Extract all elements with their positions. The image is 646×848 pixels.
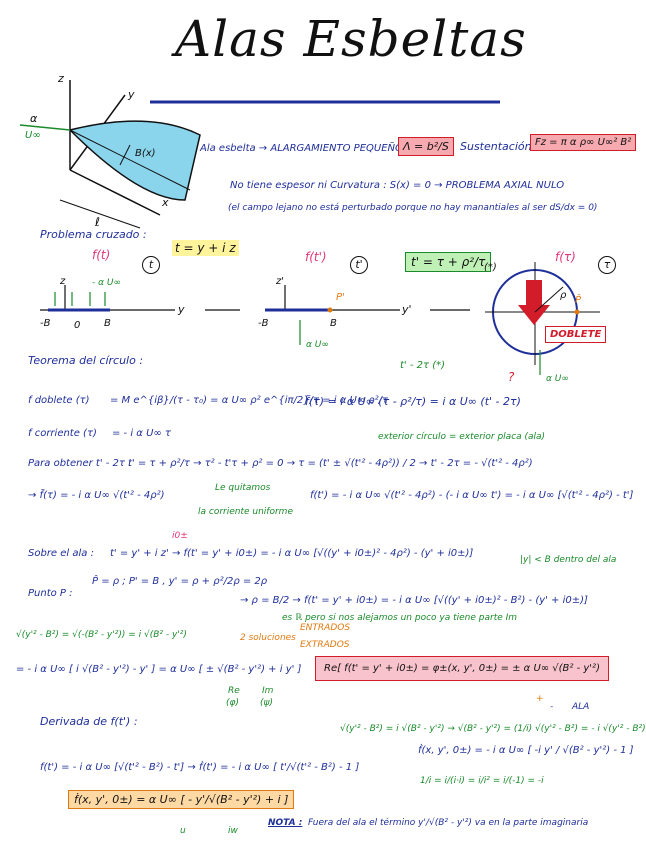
point-p-formula-b: → ρ = B/2 → f(t' = y' + i0±) = - i α U∞ …	[240, 595, 588, 606]
remove-bottom: la corriente uniforme	[198, 507, 293, 517]
ftilde-formula: f̃(τ) = i α U∞ (τ - ρ²/τ) = i α U∞ (t' -…	[305, 395, 521, 408]
lift-label: Sustentación :	[460, 140, 539, 153]
y-label: y	[178, 303, 185, 316]
re-sub: (φ)	[226, 698, 239, 708]
transform-formula: t' = τ + ρ²/τ	[405, 252, 492, 272]
axis-z-label: z	[58, 72, 64, 85]
axis-y-label: y	[128, 88, 135, 101]
f-doublet-formula: = M e^{iβ}/(τ - τ₀) = α U∞ ρ² e^{iπ/2}/τ…	[110, 395, 389, 406]
minus-b-prime: -B	[258, 318, 269, 329]
chord-label: B(x)	[135, 148, 156, 159]
result-box: Re[ f(t' = y' + i0±) = φ±(x, y', 0±) = ±…	[315, 656, 609, 681]
transform-tag: (*)	[484, 262, 497, 273]
p-hat-label: P̂	[575, 295, 582, 306]
ann-question: ?	[508, 370, 515, 384]
far-field-note: (el campo lejano no está perturbado porq…	[228, 203, 598, 213]
iw-label: iw	[228, 826, 238, 836]
ftilde-sqrt: → f̃(τ) = - i α U∞ √(t'² - 4ρ²)	[28, 490, 165, 501]
f-prime-derivative: f(t') = - i α U∞ [√(t'² - B²) - t'] → ḟ(…	[40, 762, 360, 773]
b-label: B	[104, 318, 111, 329]
circle-tau: τ	[598, 256, 616, 274]
f-tprime-label: f(t')	[305, 250, 327, 264]
axis-x-label: x	[162, 196, 169, 209]
entrados-label: ENTRADOS	[300, 623, 351, 633]
no-thickness-text: No tiene espesor ni Curvatura : S(x) = 0…	[230, 180, 565, 191]
alpha-u-up-label: α U∞	[306, 340, 329, 350]
final-box: ḟ(x, y', 0±) = α U∞ [ - y'/√(B² - y'²) +…	[68, 790, 295, 809]
f-t-label: f(t)	[92, 248, 111, 262]
f-tprime-result: f(t') = - i α U∞ √(t'² - 4ρ²) - (- i α U…	[310, 490, 634, 501]
derivative-heading: Derivada de f(t') :	[40, 715, 138, 728]
cross-problem-heading: Problema cruzado :	[40, 228, 147, 241]
two-solutions: 2 soluciones	[240, 633, 296, 643]
point-p-formula-a: P̂ = ρ ; P' = B , y' = ρ + ρ²/2ρ = 2ρ	[92, 576, 268, 587]
re-label: Re	[228, 686, 240, 696]
inside-note: |y| < B dentro del ala	[520, 555, 617, 565]
ala-label: ALA	[572, 702, 590, 712]
identity-top: √(y'² - B²) = i √(B² - y'²) → √(B² - y'²…	[340, 724, 646, 734]
im-label: Im	[262, 686, 274, 696]
exterior-note: exterior círculo = exterior placa (ala)	[378, 432, 546, 442]
definition-text: Ala esbelta → ALARGAMIENTO PEQUEÑO	[200, 143, 403, 154]
b-prime: B	[330, 318, 337, 329]
f-tau-label: f(τ)	[555, 250, 576, 264]
doublet-label: DOBLETE	[545, 326, 607, 343]
point-p-prefix: Punto P :	[28, 588, 73, 599]
remove-top: Le quitamos	[215, 483, 271, 493]
obtain-steps: t' = τ + ρ²/τ → τ² - t'τ + ρ² = 0 → τ = …	[128, 458, 533, 469]
minus-b-label: -B	[40, 318, 51, 329]
sqrt-identity: √(y'² - B²) = √(-(B² - y'²)) = i √(B² - …	[16, 630, 187, 640]
ann-t2tau: t' - 2τ (*)	[400, 360, 445, 371]
point-p-note: es ℝ pero si nos alejamos un poco ya tie…	[282, 613, 518, 623]
sign-plus: +	[536, 694, 544, 704]
identity-bottom: 1/i = i/(i·i) = i/i² = i/(-1) = -i	[420, 776, 544, 786]
circle-tprime: t'	[350, 256, 368, 274]
aspect-ratio-formula: Λ = b²/S	[398, 137, 454, 156]
u-inf-label: U∞	[25, 130, 41, 141]
lift-formula: Fz = π α ρ∞ U∞² B²	[530, 134, 637, 151]
on-wing-formula: t' = y' + i z' → f(t' = y' + i0±) = - i …	[110, 548, 474, 559]
y-prime-label: y'	[402, 303, 412, 316]
complex-var: t = y + i z	[172, 240, 239, 256]
obtain-prefix: Para obtener t' - 2τ :	[28, 458, 132, 469]
io-pm-label: i0±	[172, 531, 188, 541]
circle-t: t	[142, 256, 160, 274]
sign-minus: -	[550, 702, 554, 712]
extrados-label: EXTRADOS	[300, 640, 350, 650]
nota-label: NOTA :	[268, 818, 303, 828]
circle-theorem-heading: Teorema del círculo :	[28, 354, 144, 367]
alpha-label: α	[30, 112, 38, 125]
fdot-result: ḟ(x, y', 0±) = - i α U∞ [ -i y' / √(B² -…	[418, 745, 634, 756]
alpha-u-label: - α U∞	[92, 278, 121, 288]
z-label: z	[60, 276, 66, 287]
on-wing-prefix: Sobre el ala :	[28, 548, 94, 559]
alpha-u-tau-label: α U∞	[546, 374, 569, 384]
f-current-formula: = - i α U∞ τ	[112, 428, 171, 439]
f-current-label: f corriente (τ)	[28, 428, 97, 439]
u-label: u	[180, 826, 186, 836]
zero-label: 0	[74, 320, 81, 331]
length-label: ℓ	[95, 215, 100, 229]
p-prime-label: P'	[336, 292, 345, 303]
page-title: Alas Esbeltas	[175, 10, 527, 68]
im-sub: (ψ)	[260, 698, 273, 708]
f-doublet-label: f doblete (τ)	[28, 395, 90, 406]
derivation-line: = - i α U∞ [ i √(B² - y'²) - y' ] = α U∞…	[16, 664, 302, 675]
rho-label: ρ	[560, 290, 567, 301]
z-prime-label: z'	[276, 276, 284, 287]
nota-text: Fuera del ala el término y'/√(B² - y'²) …	[308, 818, 589, 828]
